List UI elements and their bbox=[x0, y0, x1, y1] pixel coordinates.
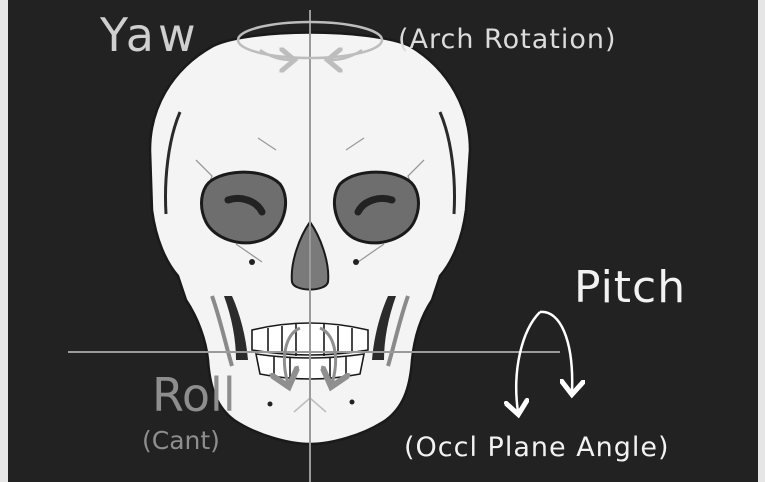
orbit-left bbox=[202, 172, 286, 243]
roll-label: Roll bbox=[152, 372, 236, 418]
pitch-label: Pitch bbox=[574, 266, 686, 310]
diagram-panel: Yaw (Arch Rotation) Pitch (Occl Plane An… bbox=[8, 0, 758, 482]
pitch-arrow-left bbox=[516, 312, 540, 412]
mental-foramen-right bbox=[350, 400, 355, 405]
mental-foramen-left bbox=[268, 402, 273, 407]
infraorbital-foramen-right bbox=[353, 259, 359, 265]
roll-sublabel: (Cant) bbox=[142, 428, 220, 453]
skull-orientation-diagram bbox=[8, 0, 758, 482]
infraorbital-foramen-left bbox=[249, 259, 255, 265]
yaw-label: Yaw bbox=[100, 12, 200, 58]
pitch-sublabel: (Occl Plane Angle) bbox=[404, 434, 670, 461]
yaw-sublabel: (Arch Rotation) bbox=[398, 26, 617, 53]
orbit-right bbox=[334, 172, 418, 243]
